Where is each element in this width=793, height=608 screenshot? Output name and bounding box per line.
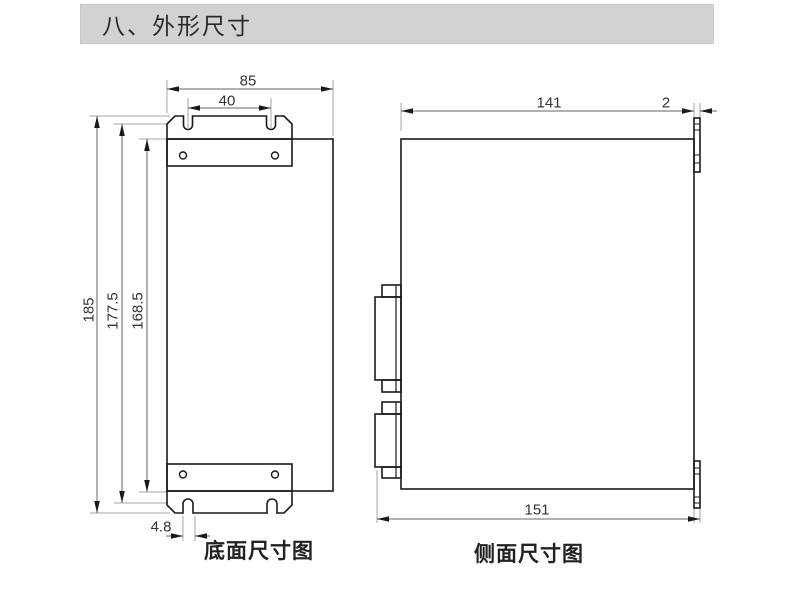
dimension-lines [96, 88, 717, 537]
top-mounting-plate [166, 138, 293, 167]
dimension-arrows [94, 86, 712, 539]
bottom-view-caption: 底面尺寸图 [204, 540, 314, 563]
mounting-hole [270, 151, 280, 160]
side-view-drawing [374, 117, 701, 509]
lower-connector [374, 401, 402, 479]
bottom-view-drawing [166, 115, 334, 514]
bottom-flange-strip [693, 460, 701, 509]
bottom-view-body [166, 138, 334, 492]
side-view-caption: 侧面尺寸图 [474, 543, 584, 566]
dim-label-height-177-5: 177.5 [104, 292, 122, 330]
dim-label-width-85: 85 [239, 72, 257, 90]
bottom-mounting-plate [166, 463, 293, 492]
mounting-hole [270, 470, 280, 479]
top-mounting-tab [166, 115, 293, 139]
extension-lines [90, 80, 701, 541]
upper-connector [374, 284, 402, 393]
dim-label-slot-span-40: 40 [218, 92, 236, 110]
side-view-body [400, 138, 695, 490]
mounting-hole [178, 151, 188, 160]
section-title: 八、外形尺寸 [102, 13, 252, 39]
dim-label-slot-width-4-8: 4.8 [150, 518, 172, 536]
dim-label-flange-2: 2 [661, 94, 671, 112]
section-title-bar: 八、外形尺寸 [80, 4, 714, 44]
mounting-hole [178, 470, 188, 479]
top-flange-strip [693, 117, 701, 173]
dim-label-height-185: 185 [80, 297, 98, 323]
dim-label-height-168-5: 168.5 [129, 292, 147, 330]
dim-label-depth-141: 141 [536, 94, 562, 112]
dim-label-depth-151: 151 [524, 501, 550, 519]
bottom-mounting-tab [166, 491, 293, 514]
